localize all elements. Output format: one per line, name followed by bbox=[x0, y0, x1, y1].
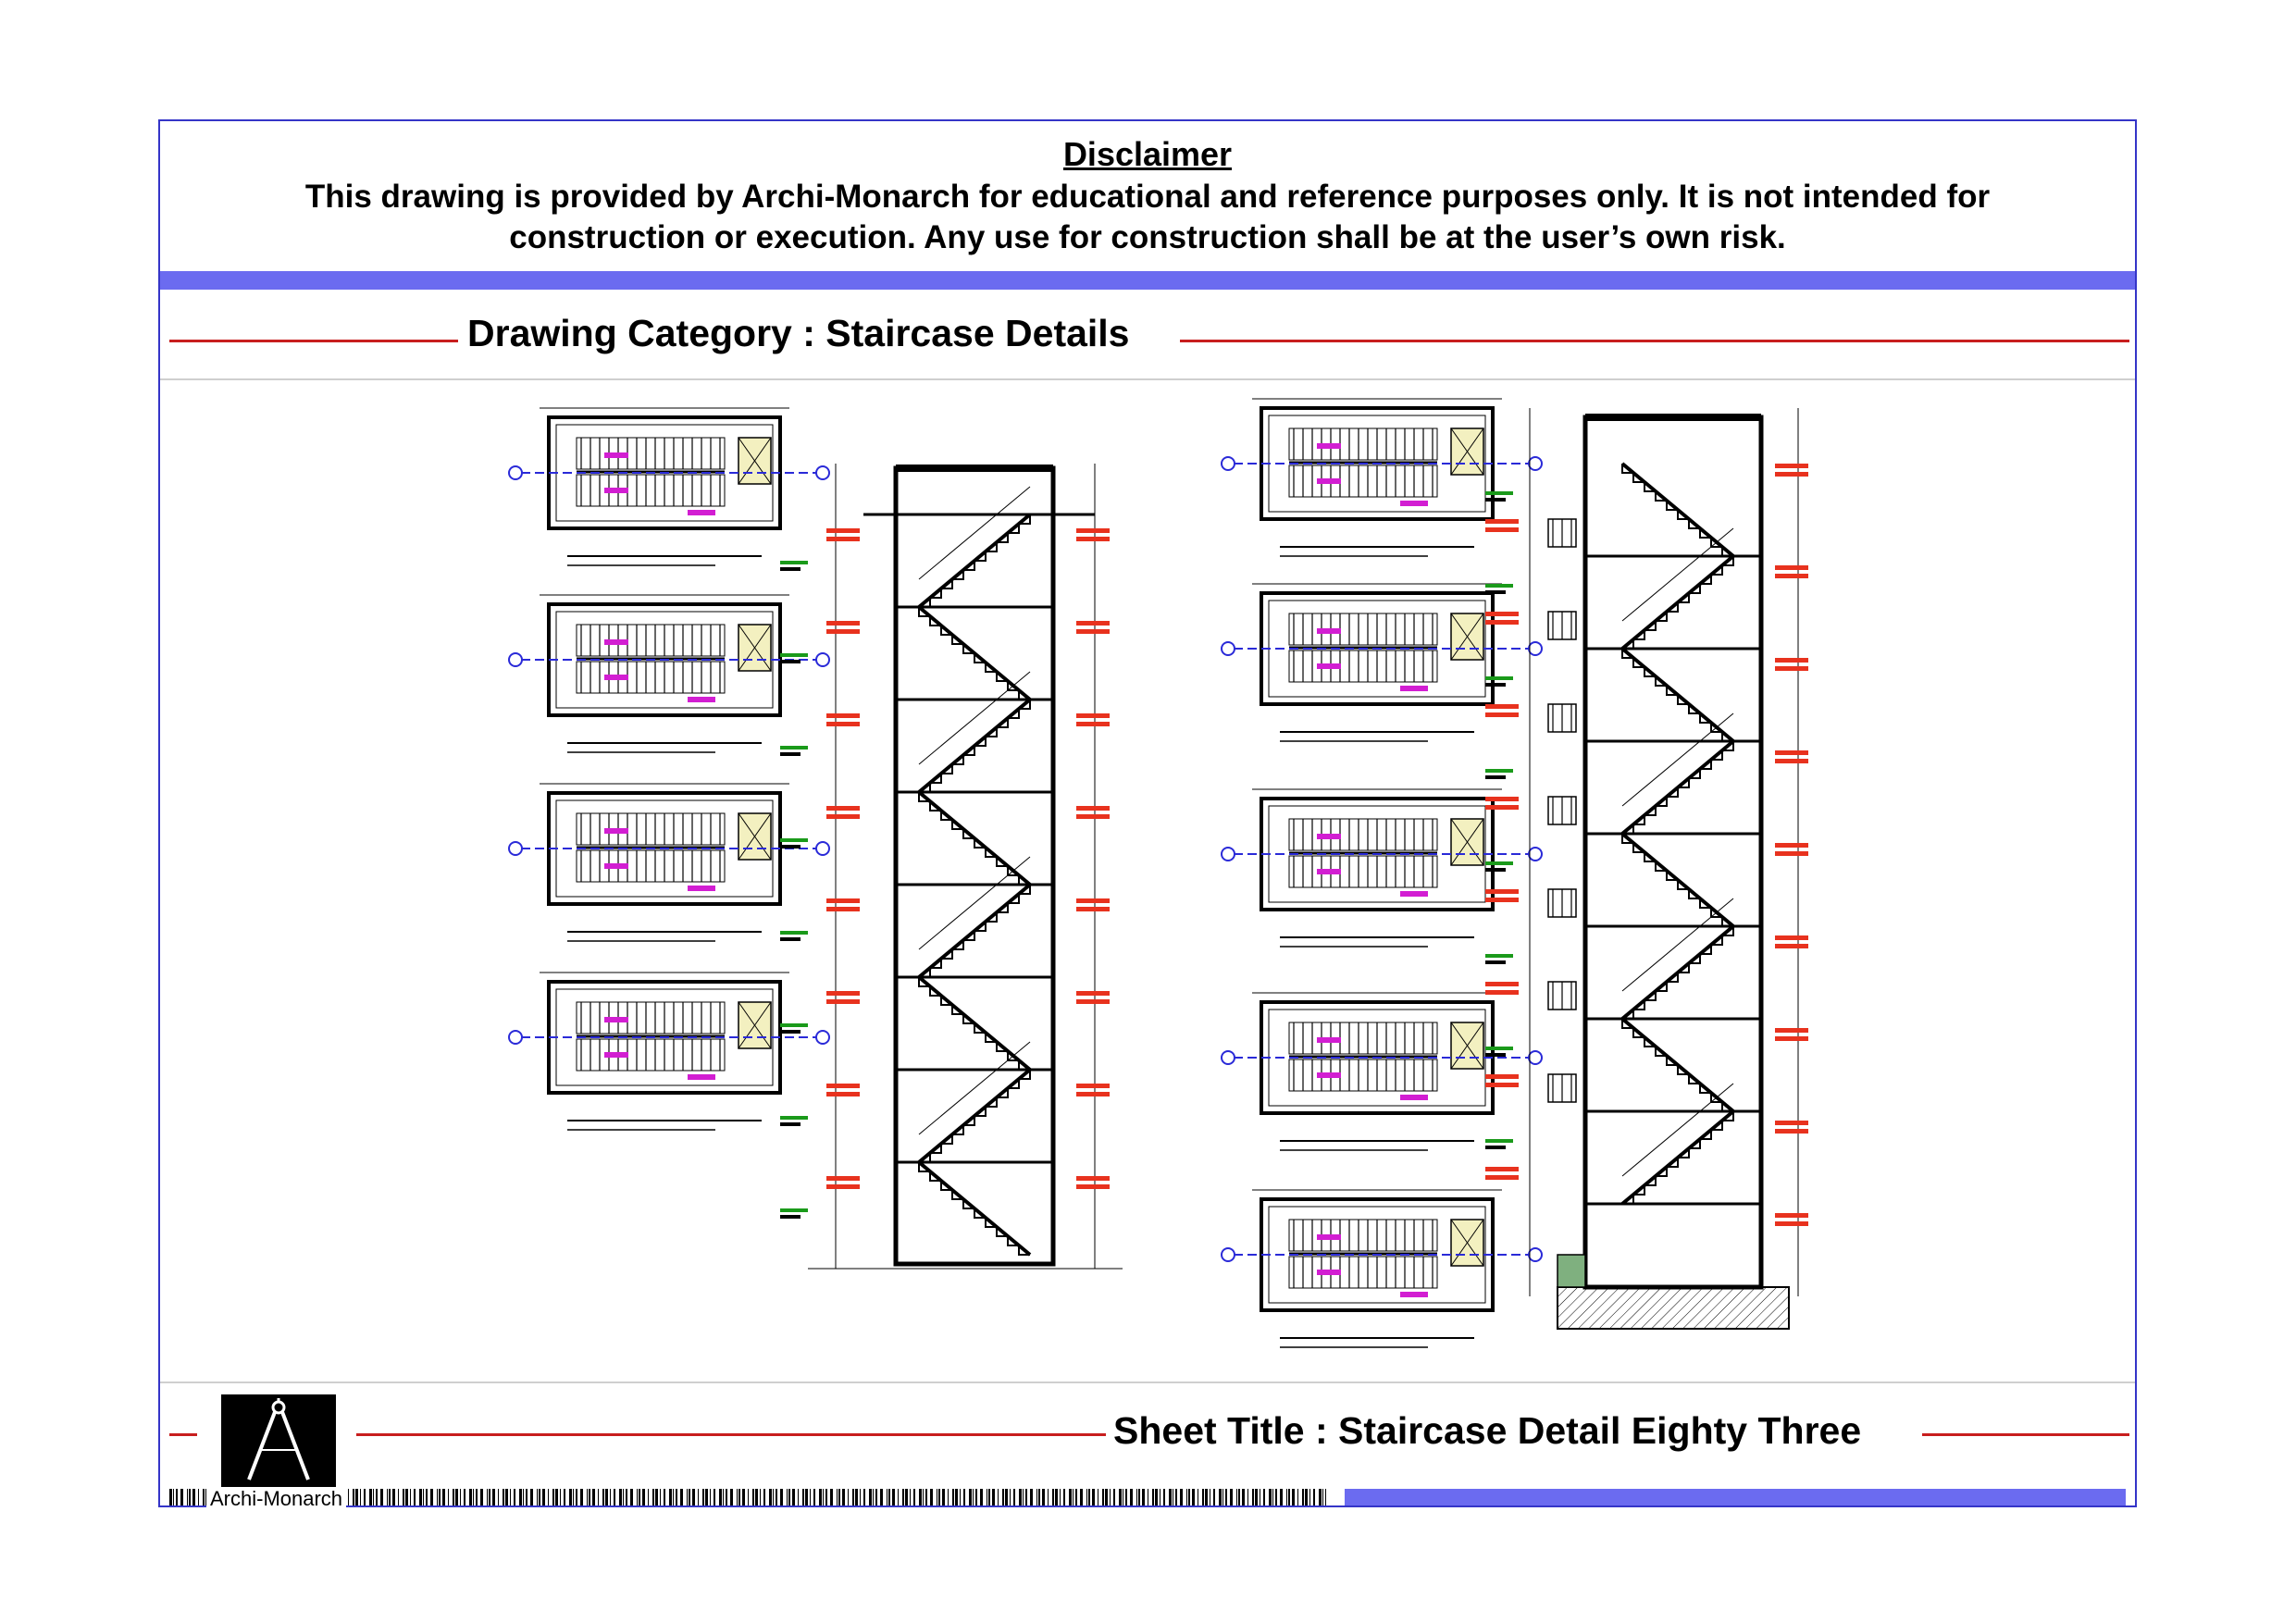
archi-monarch-logo bbox=[221, 1394, 336, 1491]
disclaimer-block: Disclaimer This drawing is provided by A… bbox=[160, 121, 2135, 271]
drawing-category-title: Drawing Category : Staircase Details bbox=[467, 312, 1130, 354]
section-right bbox=[1485, 408, 1808, 1330]
category-header: Drawing Category : Staircase Details bbox=[160, 290, 2135, 380]
section-left bbox=[780, 464, 1123, 1270]
compass-divider-icon bbox=[247, 1398, 310, 1481]
category-rule-right bbox=[1180, 340, 2129, 342]
title-rule-right bbox=[1922, 1433, 2129, 1436]
disclaimer-text: This drawing is provided by Archi-Monarc… bbox=[304, 179, 1991, 255]
staircase-drawings bbox=[507, 397, 1808, 1349]
sheet-frame: Disclaimer This drawing is provided by A… bbox=[158, 119, 2137, 1511]
title-rule-far-left bbox=[169, 1433, 197, 1436]
disclaimer-title: Disclaimer bbox=[1062, 135, 1233, 173]
drawing-area bbox=[160, 380, 2135, 1500]
category-rule-left bbox=[169, 340, 458, 342]
title-rule-left bbox=[356, 1433, 1106, 1436]
brand-name: Archi-Monarch bbox=[206, 1487, 347, 1511]
title-block: Sheet Title : Staircase Detail Eighty Th… bbox=[160, 1381, 2135, 1511]
accent-bar-top bbox=[160, 271, 2135, 290]
accent-bar-bottom bbox=[1345, 1489, 2126, 1505]
sheet-title: Sheet Title : Staircase Detail Eighty Th… bbox=[1113, 1409, 1862, 1452]
